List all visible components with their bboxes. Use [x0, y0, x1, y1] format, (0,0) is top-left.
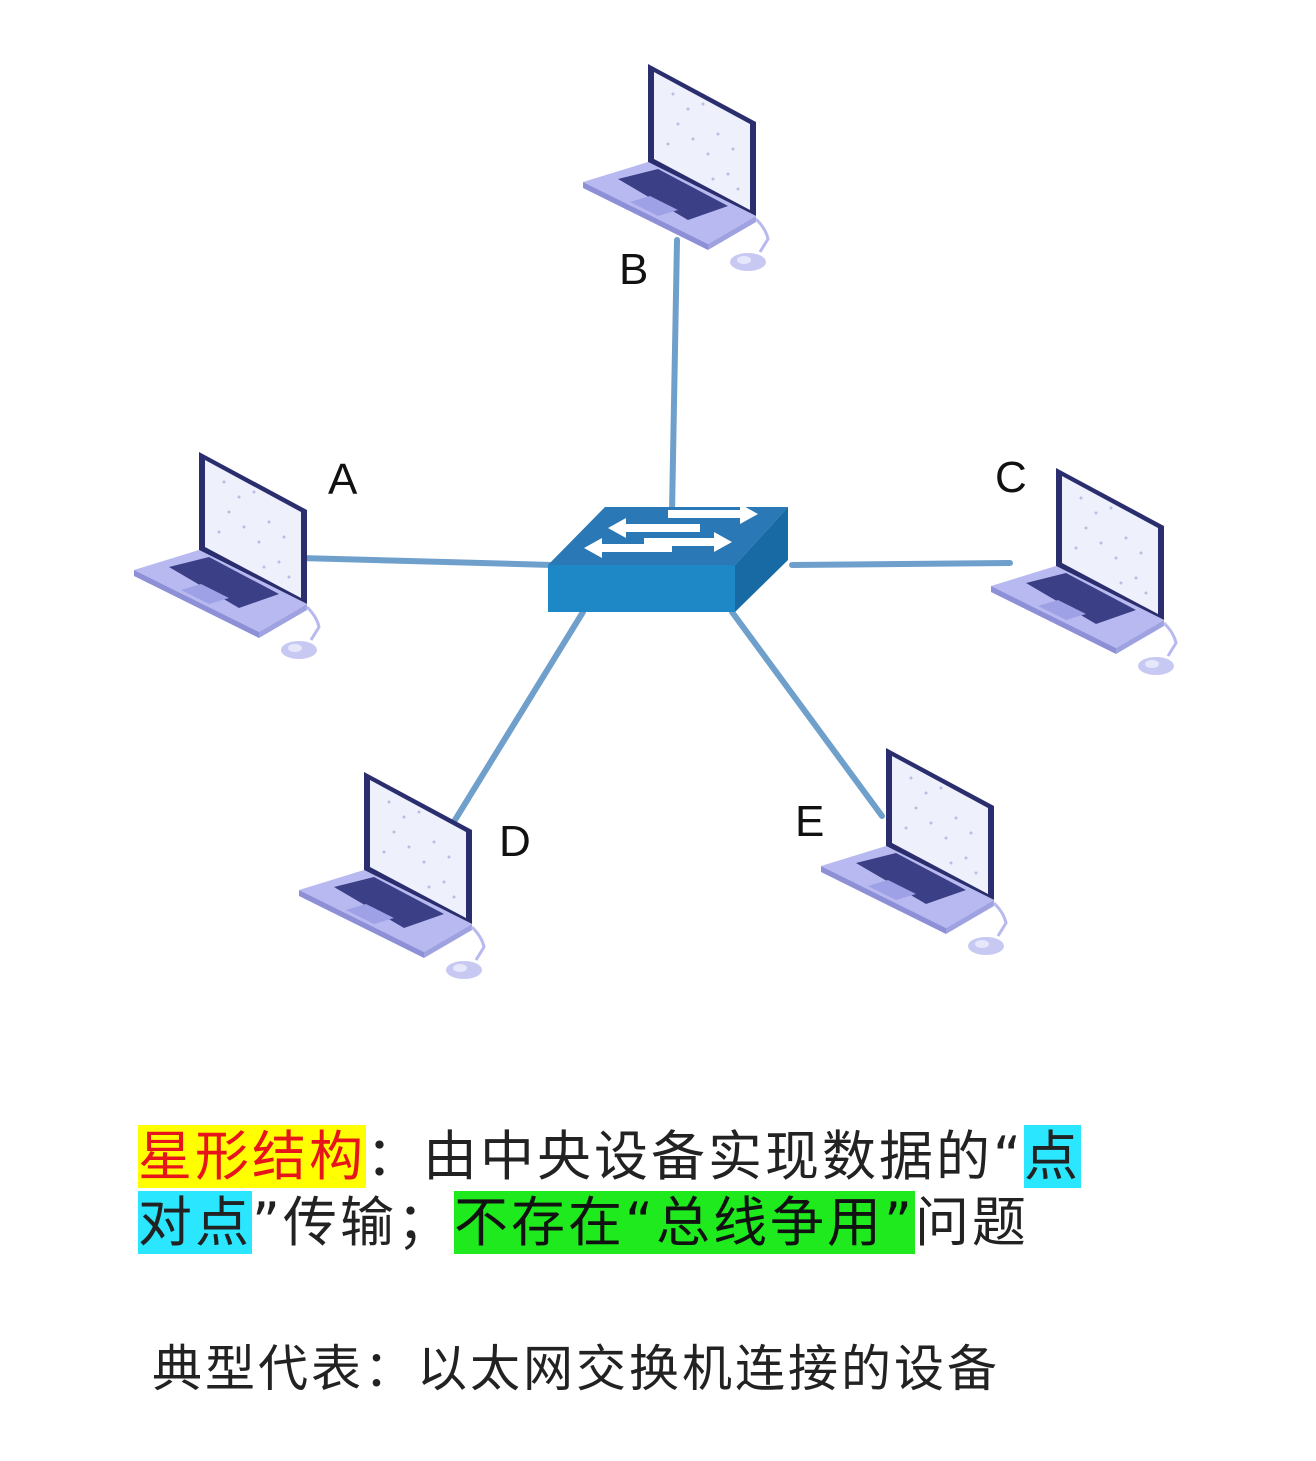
node-label-c: C: [995, 453, 1027, 502]
laptop-icon-a: [132, 450, 321, 661]
laptop-icon-d: [297, 770, 486, 981]
caption-line-1: 星形结构：由中央设备实现数据的“点: [138, 1124, 1081, 1190]
point-to-point-highlight-a: 点: [1023, 1125, 1081, 1188]
link-d: [452, 609, 586, 823]
caption-text: ”传输；: [252, 1191, 454, 1254]
node-label-b: B: [619, 245, 649, 294]
point-to-point-highlight-b: 对点: [138, 1191, 252, 1254]
no-contention-highlight: 不存在“总线争用”: [453, 1191, 915, 1254]
link-a: [297, 555, 555, 568]
laptop-icon-e: [819, 746, 1008, 957]
node-label-d: D: [499, 817, 531, 866]
link-b: [669, 237, 680, 515]
caption-text: ：由中央设备实现数据的“: [366, 1125, 1024, 1188]
link-c: [789, 560, 1013, 568]
caption-text: 问题: [914, 1191, 1029, 1254]
link-e: [729, 609, 885, 819]
node-label-a: A: [328, 455, 358, 504]
caption-line-2: 对点”传输；不存在“总线争用”问题: [138, 1190, 1029, 1256]
term-highlight: 星形结构: [138, 1125, 366, 1188]
star-topology-diagram: [132, 62, 1178, 981]
example-line: 典型代表：以太网交换机连接的设备: [152, 1340, 1000, 1398]
node-label-e: E: [795, 797, 825, 846]
switch-icon: [548, 504, 788, 612]
